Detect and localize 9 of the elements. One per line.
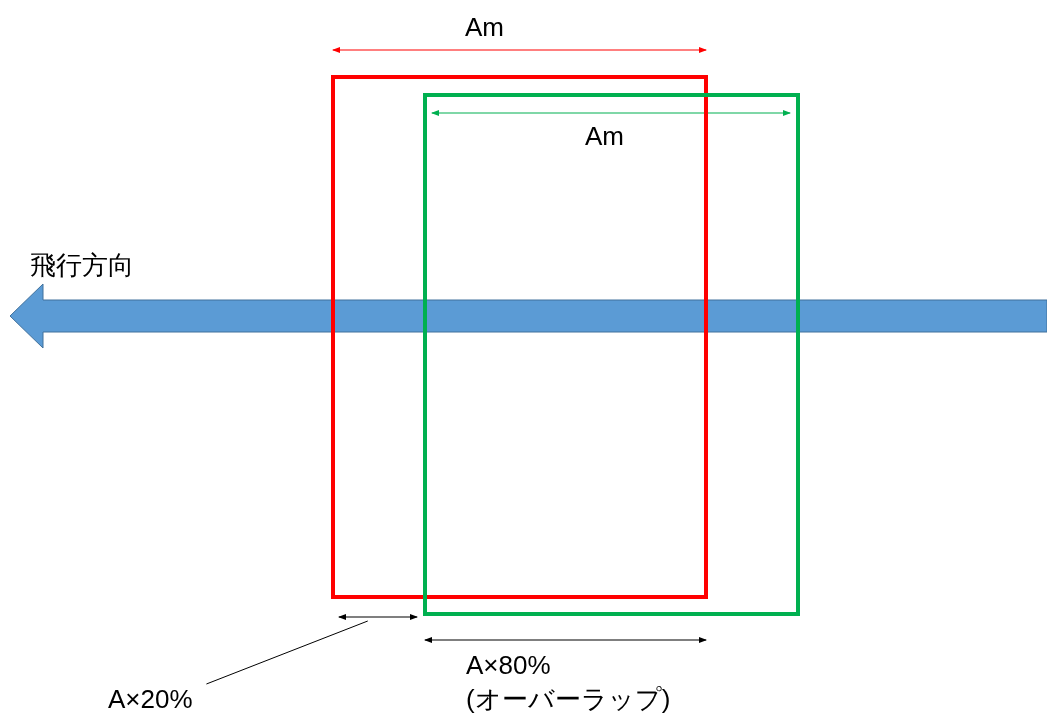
direction-label: 飛行方向: [30, 250, 134, 280]
leader-line: [205, 620, 369, 685]
dimension-text: Am: [585, 121, 624, 151]
dimension-text: A×80% (オーバーラップ): [466, 649, 672, 716]
dimension-text: Am: [465, 12, 504, 42]
image-frame: [331, 75, 708, 599]
image-frame: [423, 93, 800, 616]
dimension-line: [339, 613, 417, 621]
dimension-text: A×20%: [108, 684, 228, 714]
